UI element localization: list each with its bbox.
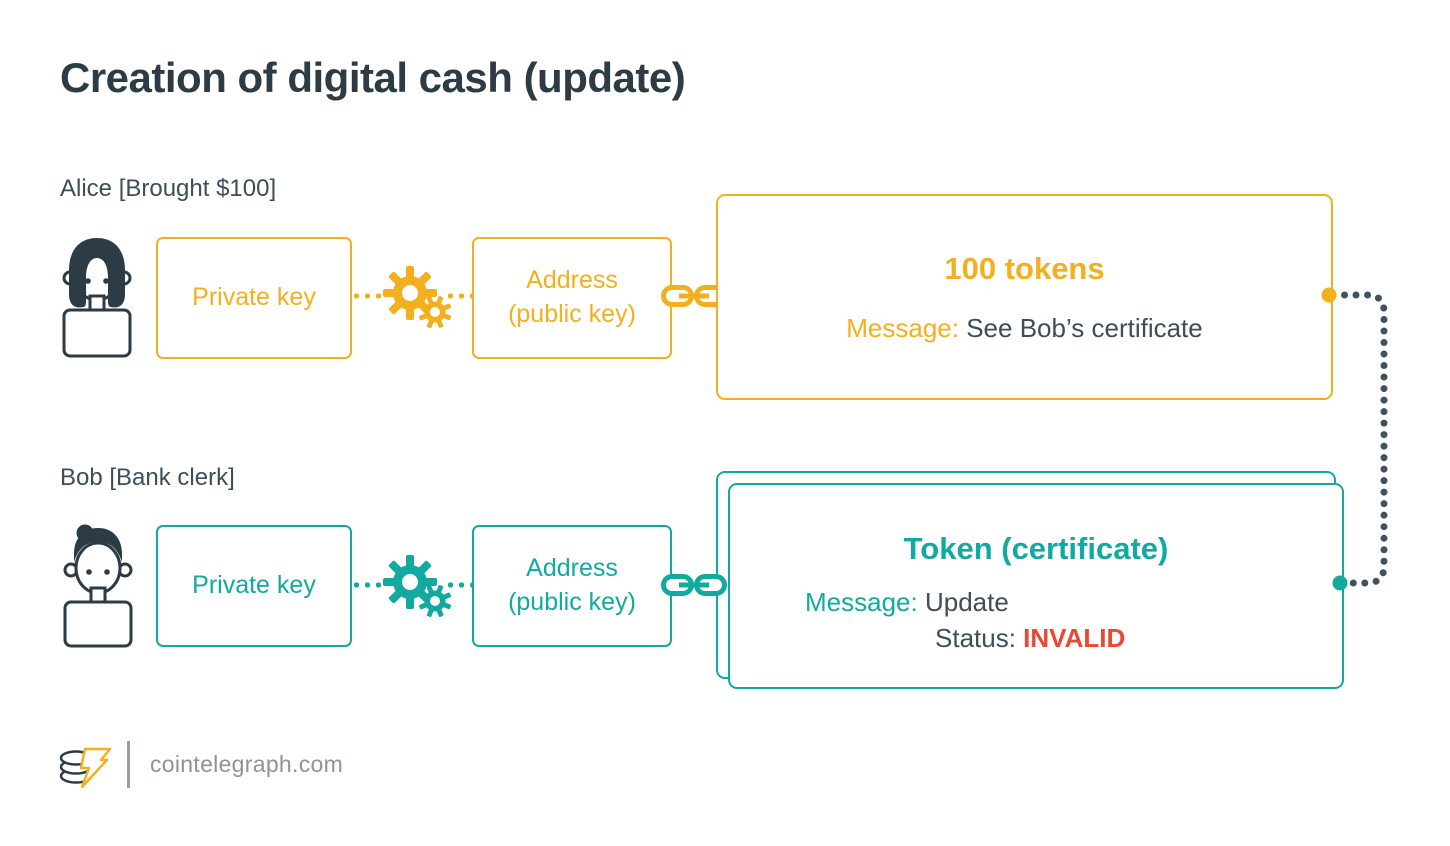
alice-message-value: See Bob’s certificate: [966, 313, 1203, 344]
bob-dotted-link-1: [351, 582, 385, 588]
bob-private-key-label: Private key: [192, 571, 316, 600]
bob-address-box: Address (public key): [472, 525, 672, 647]
page-title: Creation of digital cash (update): [60, 54, 686, 101]
footer-site-url: cointelegraph.com: [150, 751, 344, 777]
alice-address-line2: (public key): [508, 300, 636, 328]
bob-label: Bob [Bank clerk]: [60, 464, 235, 491]
alice-message-label: Message:: [846, 313, 959, 344]
footer-divider: [127, 741, 130, 788]
gears-icon: [383, 555, 452, 618]
man-avatar-icon: [63, 524, 133, 648]
bob-token-title: Token (certificate): [903, 531, 1169, 566]
alice-token-title: 100 tokens: [944, 250, 1105, 286]
bob-token-box: Token (certificate) Message: Update Stat…: [728, 483, 1344, 689]
alice-private-key-label: Private key: [192, 283, 316, 312]
bob-status-label: Status:: [935, 623, 1016, 653]
bob-message-value: Update: [924, 587, 1009, 617]
cointelegraph-coin-stack-bolt-icon: [59, 747, 112, 789]
alice-address-box: Address (public key): [472, 237, 672, 359]
alice-token-message: Message: See Bob’s certificate: [846, 311, 1203, 346]
alice-address-line1: Address: [526, 266, 618, 295]
bob-message-label: Message:: [805, 587, 918, 617]
alice-dotted-link-2: [445, 293, 473, 299]
bob-address-line1: Address: [526, 554, 618, 583]
alice-label: Alice [Brought $100]: [60, 175, 277, 202]
bob-address-line2: (public key): [508, 588, 636, 616]
bob-status-value: INVALID: [1023, 623, 1126, 653]
gears-icon: [383, 266, 452, 329]
bob-token-status: Status: INVALID: [935, 621, 1125, 656]
chain-link-icon: [661, 574, 727, 596]
alice-token-box: 100 tokens Message: See Bob’s certificat…: [716, 194, 1333, 400]
bob-dotted-link-2: [445, 582, 473, 588]
alice-dotted-link-1: [351, 293, 385, 299]
bob-token-message: Message: Update: [805, 585, 1009, 620]
bob-private-key-box: Private key: [156, 525, 352, 647]
woman-avatar-icon: [62, 238, 132, 358]
alice-private-key-box: Private key: [156, 237, 352, 359]
